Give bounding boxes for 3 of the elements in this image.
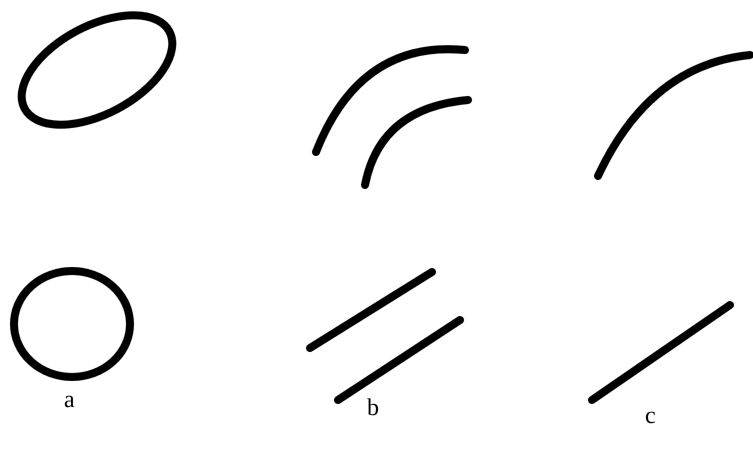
panel-letter: c [645,404,656,428]
panel-letter: a [64,388,75,412]
panel-letter: b [367,396,379,420]
